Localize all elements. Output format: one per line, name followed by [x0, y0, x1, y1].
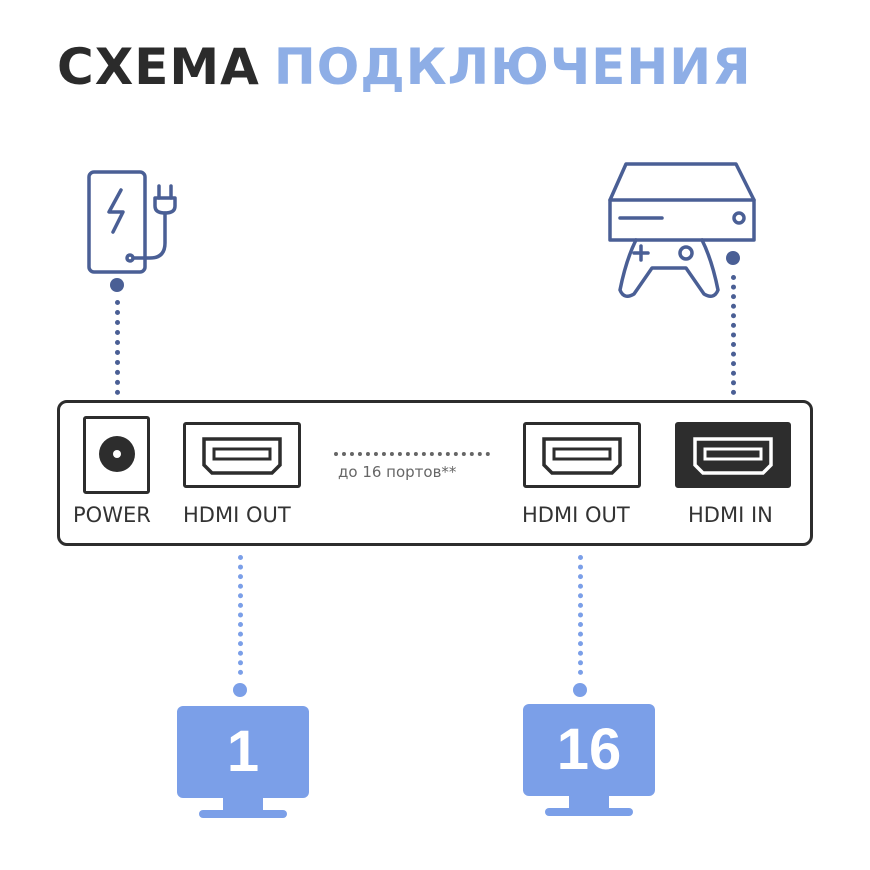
port-label-hdmi-out-16: HDMI OUT — [522, 503, 630, 527]
connector-dot — [233, 683, 247, 697]
power-connection-line — [115, 300, 120, 395]
game-console-icon — [608, 162, 756, 298]
hdmi-splitter-panel — [57, 400, 813, 546]
hdmi-out-port-1 — [183, 422, 301, 488]
title-part2: ПОДКЛЮЧЕНИЯ — [273, 38, 752, 96]
monitor-stand — [223, 798, 263, 810]
port-label-hdmi-out-1: HDMI OUT — [183, 503, 291, 527]
display-number: 1 — [177, 706, 309, 798]
connector-dot — [573, 683, 587, 697]
ports-ellipsis-line — [334, 452, 490, 456]
hdmi-in-port — [675, 422, 791, 488]
power-supply-icon — [87, 170, 177, 274]
monitor-base — [545, 808, 633, 816]
hdmi-out-port-16 — [523, 422, 641, 488]
hdmi-connector-icon — [693, 437, 773, 475]
power-jack — [83, 416, 150, 494]
port-label-hdmi-in: HDMI IN — [688, 503, 773, 527]
title-part1: СХЕМА — [57, 38, 260, 96]
connector-dot — [110, 278, 124, 292]
hdmi-connector-icon — [202, 437, 282, 475]
output-16-connection-line — [578, 555, 583, 675]
source-connection-line — [731, 275, 736, 395]
hdmi-connector-icon — [542, 437, 622, 475]
ports-count-note: до 16 портов** — [338, 463, 457, 481]
monitor-stand — [569, 796, 609, 808]
output-1-connection-line — [238, 555, 243, 675]
display-number: 16 — [523, 704, 655, 796]
monitor-base — [199, 810, 287, 818]
port-label-power: POWER — [73, 503, 151, 527]
connector-dot — [726, 251, 740, 265]
